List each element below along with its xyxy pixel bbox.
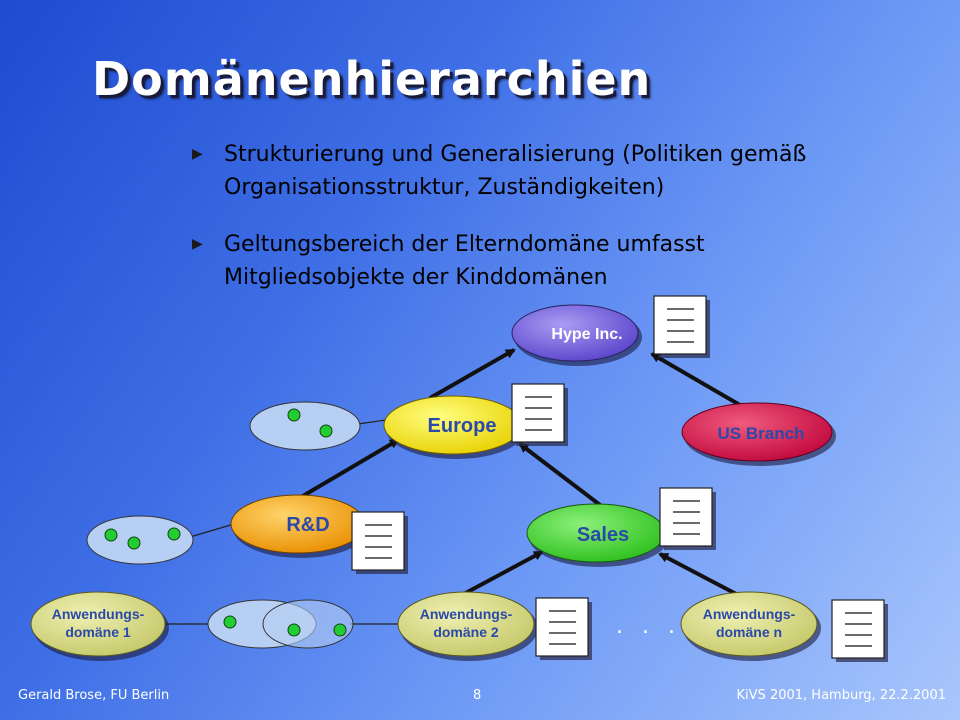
hierarchy-arrow	[518, 442, 606, 510]
node-label: Europe	[428, 415, 497, 437]
node-app-domain-1: Anwendungs- domäne 1	[30, 591, 169, 661]
node-europe: Europe	[383, 395, 526, 459]
slide-title: Domänenhierarchien	[92, 52, 652, 106]
node-label: domäne 2	[433, 624, 499, 640]
member-object	[223, 615, 237, 629]
footer-author: Gerald Brose, FU Berlin	[18, 688, 170, 703]
policy-document-icon	[659, 487, 716, 550]
membership-line	[357, 419, 387, 425]
node-rnd: R&D	[230, 494, 369, 558]
hierarchy-arrow	[294, 438, 400, 502]
policy-document-icon	[535, 597, 592, 660]
member-cluster-shared	[207, 599, 354, 649]
node-label: Anwendungs-	[420, 606, 513, 622]
node-label: Anwendungs-	[52, 606, 145, 622]
member-cluster-europe	[249, 401, 361, 451]
policy-document-icon	[511, 383, 568, 446]
bullet-item: ▶ Strukturierung und Generalisierung (Po…	[192, 138, 852, 204]
bullet-item: ▶ Geltungsbereich der Elterndomäne umfas…	[192, 228, 852, 294]
bullet-arrow-icon: ▶	[192, 236, 203, 252]
node-label: Anwendungs-	[703, 606, 796, 622]
node-app-domain-2: Anwendungs- domäne 2	[397, 591, 538, 661]
node-us-branch: US Branch	[681, 402, 836, 466]
policy-document-icon	[831, 599, 888, 662]
policy-document-icon	[653, 295, 710, 358]
hierarchy-arrow	[459, 550, 544, 598]
bullet-arrow-icon: ▶	[192, 146, 203, 162]
node-label: domäne n	[716, 624, 782, 640]
membership-line	[189, 523, 235, 538]
node-app-domain-n: Anwendungs- domäne n	[680, 591, 821, 661]
node-label: Sales	[577, 524, 629, 546]
member-cluster-rnd	[86, 515, 194, 565]
node-label: Hype Inc.	[551, 326, 622, 343]
node-label: R&D	[286, 514, 329, 536]
member-object	[127, 536, 141, 550]
member-object	[319, 424, 333, 438]
footer-event: KiVS 2001, Hamburg, 22.2.2001	[736, 688, 946, 703]
member-object	[287, 408, 301, 422]
member-object	[167, 527, 181, 541]
bullet-text: Geltungsbereich der Elterndomäne umfasst…	[224, 232, 705, 290]
member-object	[104, 528, 118, 542]
more-domains-ellipsis: . . .	[616, 614, 681, 639]
member-object	[333, 623, 347, 637]
hierarchy-arrow	[650, 352, 754, 414]
footer-page-number: 8	[473, 688, 482, 703]
hierarchy-arrow	[429, 348, 516, 400]
node-hype-inc: Hype Inc.	[511, 304, 642, 366]
policy-document-icon	[351, 511, 408, 574]
member-object	[287, 623, 301, 637]
bullet-text: Strukturierung und Generalisierung (Poli…	[224, 142, 807, 200]
node-label: domäne 1	[65, 624, 131, 640]
node-label: US Branch	[718, 424, 805, 443]
hierarchy-arrow	[658, 552, 741, 598]
node-sales: Sales	[526, 503, 669, 567]
